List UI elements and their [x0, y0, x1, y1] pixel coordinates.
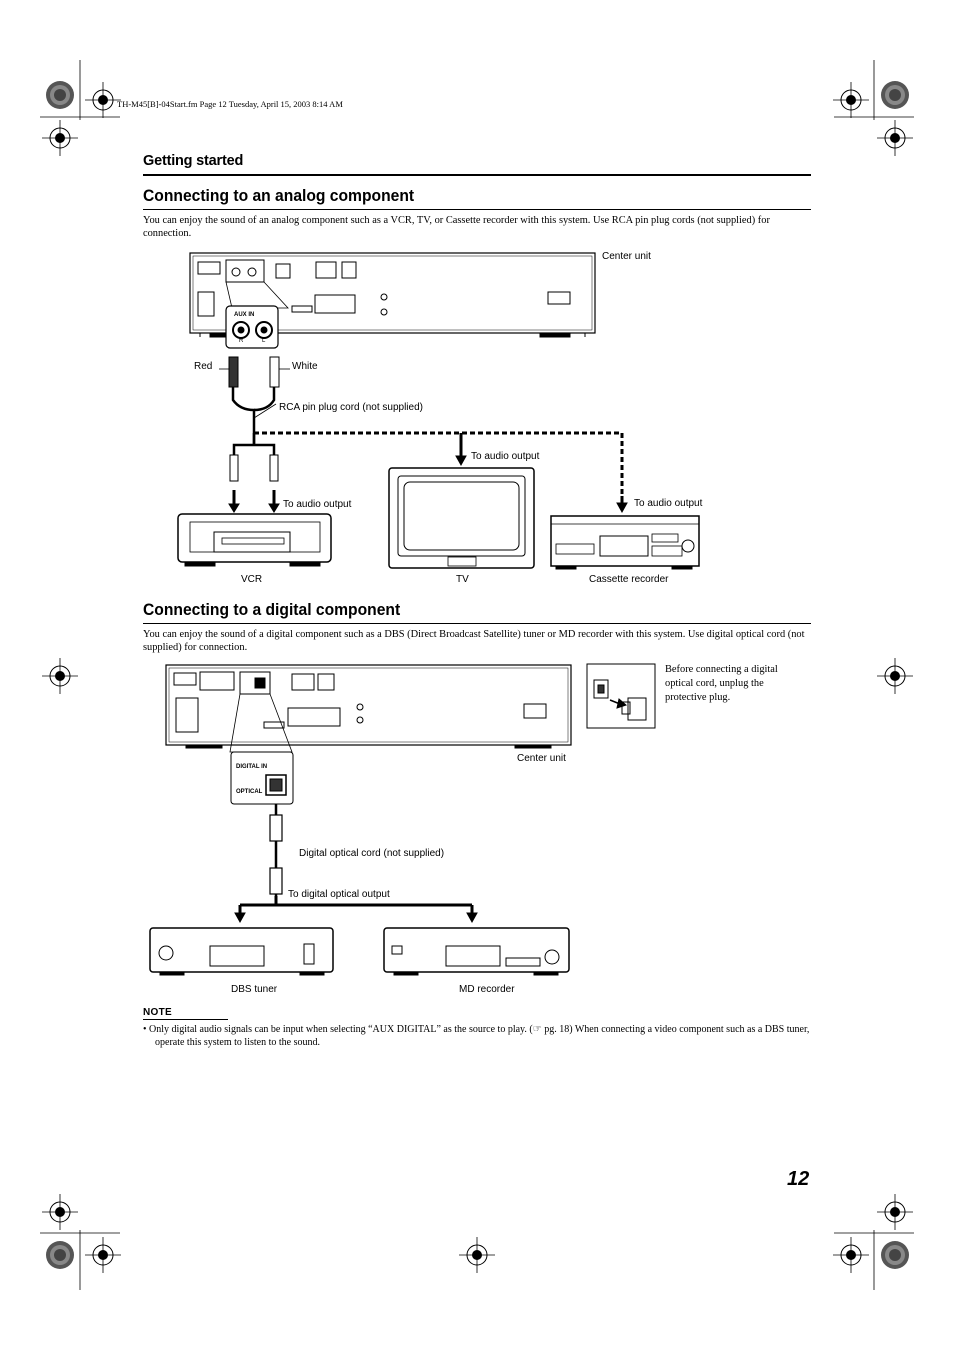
analog-intro: You can enjoy the sound of an analog com… — [143, 215, 770, 239]
section-label: Getting started — [143, 153, 244, 169]
file-header: TH-M45[B]-04Start.fm Page 12 Tuesday, Ap… — [117, 99, 343, 109]
rca-cord-label: RCA pin plug cord (not supplied) — [279, 402, 423, 413]
r-label: R — [239, 338, 244, 344]
analog-heading-rule — [143, 209, 811, 210]
md-label: MD recorder — [459, 984, 515, 995]
note-text: • Only digital audio signals can be inpu… — [143, 1024, 810, 1048]
l-label: L — [262, 338, 266, 344]
cassette-audio-output-label: To audio output — [634, 498, 703, 509]
analog-heading: Connecting to an analog component — [143, 186, 415, 205]
optical-cord-label: Digital optical cord (not supplied) — [299, 848, 445, 859]
analog-diagram — [177, 252, 700, 570]
digital-in-label: DIGITAL IN — [236, 764, 268, 770]
digital-heading: Connecting to a digital component — [143, 600, 401, 619]
to-digital-output-label: To digital optical output — [288, 889, 390, 900]
analog-center-unit-label: Center unit — [602, 251, 651, 262]
page-number: 12 — [787, 1168, 810, 1190]
optical-label: OPTICAL — [236, 789, 263, 795]
aux-in-label: AUX IN — [234, 312, 255, 318]
tv-audio-output-label: To audio output — [471, 451, 540, 462]
note-title: NOTE — [143, 1007, 172, 1018]
registration-marks — [40, 60, 914, 1290]
section-rule — [143, 174, 811, 176]
white-label: White — [292, 361, 318, 372]
note-rule — [143, 1019, 228, 1020]
digital-center-unit-label: Center unit — [517, 753, 566, 764]
red-label: Red — [194, 361, 213, 372]
dbs-label: DBS tuner — [231, 984, 278, 995]
tv-label: TV — [456, 574, 469, 585]
cassette-label: Cassette recorder — [589, 574, 669, 585]
unplug-note: Before connecting a digital optical cord… — [665, 664, 778, 703]
digital-heading-rule — [143, 623, 811, 624]
vcr-label: VCR — [241, 574, 263, 585]
vcr-audio-output-label: To audio output — [283, 499, 352, 510]
digital-intro: You can enjoy the sound of a digital com… — [143, 629, 805, 653]
digital-diagram — [149, 663, 656, 976]
